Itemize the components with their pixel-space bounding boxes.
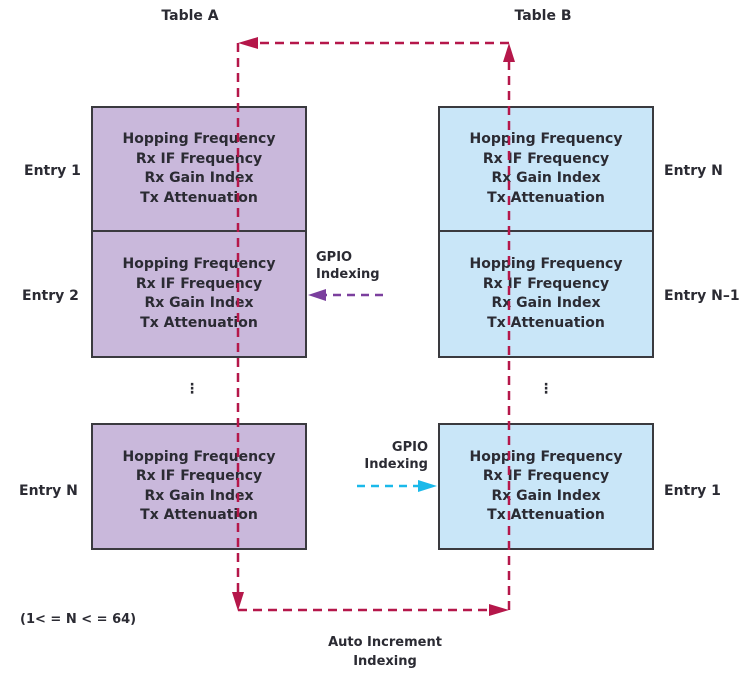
field-tx-attenuation: Tx Attenuation: [140, 507, 258, 523]
gpio-b-arrowhead-icon: [418, 480, 437, 492]
auto-increment-indexing-label: Auto Increment Indexing: [300, 633, 470, 671]
auto-increment-loop: [236, 41, 511, 612]
loop-arrowhead-left-icon: [238, 37, 258, 49]
field-rx-if-frequency: Rx IF Frequency: [135, 275, 263, 292]
field-rx-gain-index: Rx Gain Index: [144, 170, 254, 186]
field-rx-gain-index: Rx Gain Index: [144, 487, 254, 504]
range-note: (1< = N < = 64): [20, 612, 137, 627]
field-rx-gain-index: Rx Gain Index: [491, 487, 601, 504]
gpio-a-arrowhead-icon: [308, 289, 326, 301]
gpio-indexing-a-label: GPIO Indexing: [316, 249, 380, 283]
table-a-entry-1: Hopping Frequency Rx IF Frequency Rx Gai…: [91, 106, 307, 232]
field-rx-if-frequency: Rx IF Frequency: [482, 468, 610, 484]
gpio-indexing-a-line2: Indexing: [316, 267, 380, 282]
field-rx-gain-index: Rx Gain Index: [491, 170, 601, 186]
field-rx-gain-index: Rx Gain Index: [144, 295, 254, 311]
table-b-entry-n-minus-1: Hopping Frequency Rx IF Frequency Rx Gai…: [438, 230, 654, 358]
auto-increment-line1: Auto Increment: [328, 635, 442, 650]
table-b-entry-n: Hopping Frequency Rx IF Frequency Rx Gai…: [438, 106, 654, 232]
field-hopping-frequency: Hopping Frequency: [469, 256, 623, 272]
field-tx-attenuation: Tx Attenuation: [487, 507, 605, 523]
field-tx-attenuation: Tx Attenuation: [487, 189, 605, 206]
table-b-entry-1-label: Entry 1: [664, 483, 721, 499]
gpio-indexing-a-line1: GPIO: [316, 250, 353, 265]
field-rx-if-frequency: Rx IF Frequency: [482, 150, 610, 167]
table-a-title: Table A: [161, 8, 219, 24]
field-rx-if-frequency: Rx IF Frequency: [135, 150, 263, 167]
field-rx-if-frequency: Rx IF Frequency: [135, 468, 263, 484]
loop-arrowhead-down-icon: [232, 592, 244, 611]
loop-arrowhead-up-icon: [503, 43, 515, 62]
gpio-indexing-b-label: GPIO Indexing: [360, 439, 428, 473]
field-hopping-frequency: Hopping Frequency: [469, 131, 623, 147]
table-b-entry-n-minus-1-label: Entry N–1: [664, 288, 740, 304]
field-tx-attenuation: Tx Attenuation: [140, 314, 258, 331]
field-rx-if-frequency: Rx IF Frequency: [482, 275, 610, 292]
field-tx-attenuation: Tx Attenuation: [140, 189, 258, 206]
table-a-entry-2: Hopping Frequency Rx IF Frequency Rx Gai…: [91, 230, 307, 358]
loop-arrowhead-right-icon: [489, 604, 509, 616]
table-b-entry-1: Hopping Frequency Rx IF Frequency Rx Gai…: [438, 423, 654, 550]
table-a-entry-2-label: Entry 2: [22, 288, 79, 304]
gpio-indexing-b-line2: Indexing: [364, 457, 428, 472]
table-a-entry-1-label: Entry 1: [24, 163, 81, 179]
field-rx-gain-index: Rx Gain Index: [491, 295, 601, 311]
table-b-entry-n-label: Entry N: [664, 163, 723, 179]
field-hopping-frequency: Hopping Frequency: [469, 448, 623, 465]
auto-increment-line2: Indexing: [353, 654, 417, 669]
gpio-indexing-b-line1: GPIO: [391, 440, 428, 455]
field-tx-attenuation: Tx Attenuation: [487, 314, 605, 331]
table-b-title: Table B: [514, 8, 572, 24]
table-a-entry-n-label: Entry N: [19, 483, 78, 499]
